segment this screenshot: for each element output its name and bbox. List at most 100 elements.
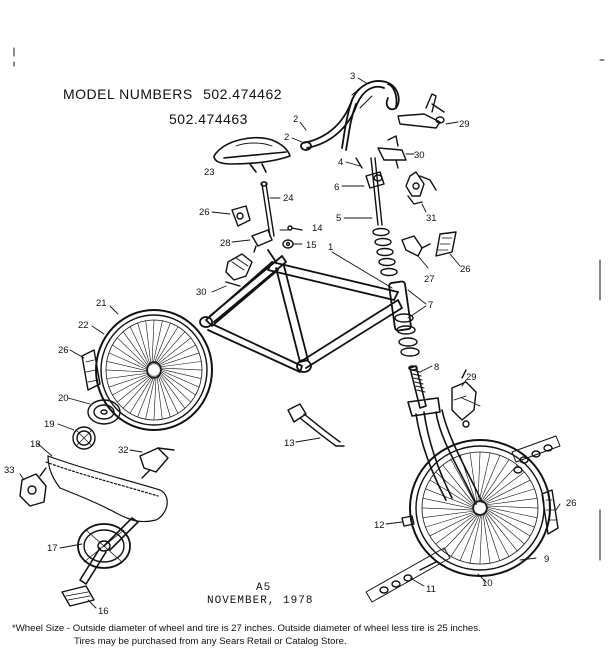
- handlebar: [300, 80, 400, 151]
- seat-reflector: [231, 205, 251, 227]
- part-label: 12: [374, 520, 385, 531]
- wheel-spoke: [157, 344, 196, 366]
- wheel-spoke: [158, 373, 179, 414]
- wheel-spoke: [422, 510, 476, 518]
- wheel-spoke: [137, 322, 151, 366]
- wheel-spoke: [159, 369, 200, 388]
- wheel-spoke: [485, 507, 535, 528]
- wheel-spoke: [158, 361, 202, 368]
- part-label: 2: [284, 132, 289, 143]
- part-label: 32: [118, 445, 129, 456]
- wheel-spoke: [106, 360, 149, 372]
- part-label: 26: [199, 207, 210, 218]
- wheel-spoke: [145, 320, 152, 366]
- wheel-spoke: [485, 506, 538, 519]
- model-numbers-label: MODEL NUMBERS: [63, 86, 193, 102]
- diagram-date: NOVEMBER, 1978: [207, 595, 314, 607]
- rear-reflector: [81, 349, 101, 391]
- wheel-spoke: [429, 512, 477, 537]
- headset-stack: [370, 157, 420, 357]
- wheel-spoke: [450, 513, 480, 557]
- brake-lever-upper: [377, 135, 407, 169]
- wheel-spoke: [484, 498, 538, 506]
- wheel-spoke: [484, 488, 535, 505]
- part-label: 30: [414, 150, 425, 161]
- freewheel: [87, 399, 121, 425]
- saddle: [213, 136, 291, 173]
- front-reflector: [541, 489, 559, 535]
- wheel-spoke: [479, 455, 501, 503]
- wheel-spoke: [469, 513, 482, 564]
- page-edge-marks: [13, 47, 605, 561]
- wheel-spoke: [116, 374, 152, 403]
- reflector-upper: [435, 231, 457, 257]
- wheel-spoke: [485, 505, 539, 509]
- part-label: 27: [424, 274, 435, 285]
- wheel-spoke: [129, 326, 150, 367]
- seat-post: [260, 181, 275, 237]
- part-label: 9: [544, 554, 549, 565]
- wheel-spoke: [450, 459, 476, 505]
- wheel-spoke: [108, 373, 150, 388]
- wheel-spoke: [478, 452, 491, 503]
- part-label: 28: [220, 238, 231, 249]
- part-label: 7: [428, 300, 433, 311]
- part-labels: 3 2 2 4 6 5 29 30 31 27 26 1 7 8 29 26 9…: [4, 71, 577, 617]
- part-label: 15: [306, 240, 317, 251]
- rear-derailleur-bracket: [225, 253, 253, 287]
- wheel-spoke: [159, 370, 196, 396]
- wheel-spoke: [153, 322, 171, 365]
- part-label: 6: [334, 182, 339, 193]
- part-label: 33: [4, 465, 15, 476]
- wheel-spoke: [154, 326, 179, 365]
- front-hub-parts: [511, 435, 561, 474]
- footnote-line-2: Tires may be purchased from any Sears Re…: [74, 636, 347, 647]
- wheel-spoke: [105, 369, 149, 373]
- wheel-spoke: [159, 371, 192, 403]
- rear-derailleur: [19, 467, 47, 507]
- part-label: 31: [426, 213, 437, 224]
- wheel-spoke: [479, 513, 483, 565]
- wheel-spoke: [122, 331, 150, 368]
- wheel-spoke: [485, 509, 525, 545]
- part-label: 11: [426, 584, 436, 595]
- model-numbers-heading: MODEL NUMBERS 502.474462: [63, 86, 282, 102]
- wheel-spoke: [153, 375, 157, 421]
- front-fork: [407, 365, 483, 505]
- wheel-spoke: [106, 372, 150, 379]
- wheel-spoke: [159, 368, 202, 380]
- wheel-spoke: [425, 488, 475, 509]
- wheel-spoke: [485, 508, 531, 537]
- wheel-spoke: [156, 374, 163, 420]
- part-label: 18: [30, 439, 41, 450]
- part-label: 10: [482, 578, 493, 589]
- front-brake-caliper: [451, 369, 481, 428]
- leader-lines: [19, 77, 561, 609]
- wheel-spoke: [159, 367, 203, 371]
- part-label: 29: [459, 119, 470, 130]
- part-label: 21: [96, 298, 107, 309]
- bolt-12: [401, 515, 415, 527]
- page-code: A5: [256, 582, 272, 594]
- part-label: 2: [293, 114, 298, 125]
- part-label: 16: [98, 606, 109, 617]
- shift-levers: [405, 171, 437, 205]
- part-label: 13: [284, 438, 295, 449]
- chainwheel-crank: [77, 517, 139, 585]
- part-label: 5: [336, 213, 341, 224]
- wheel-spoke: [112, 344, 149, 370]
- bolt-14: [287, 225, 303, 231]
- part-label: 19: [44, 419, 55, 430]
- part-label: 26: [566, 498, 577, 509]
- wheel-spoke: [145, 375, 156, 420]
- brake-lever-top-right: [397, 93, 445, 129]
- wheel-spoke: [151, 319, 155, 365]
- kickstand: [287, 403, 345, 447]
- wheel-spoke: [422, 497, 475, 510]
- wheel-spoke: [442, 513, 479, 552]
- wheel-spoke: [157, 374, 171, 418]
- front-axle-parts: [365, 547, 451, 603]
- part-label: 22: [78, 320, 89, 331]
- part-label: 29: [466, 372, 477, 383]
